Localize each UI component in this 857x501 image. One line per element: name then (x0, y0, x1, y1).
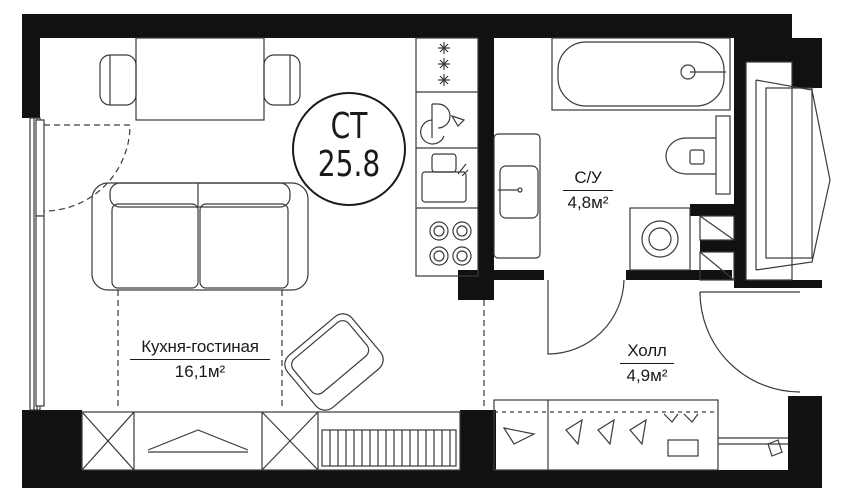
room-label-hall: Холл 4,9м² (612, 341, 682, 386)
wardrobe-icon (493, 399, 719, 471)
room-area: 4,8м² (567, 193, 609, 212)
label-divider (130, 359, 270, 360)
dining-table-icon (135, 37, 265, 121)
toilet-icon (665, 115, 731, 195)
door-swing-icon (547, 279, 625, 355)
label-divider (620, 363, 674, 364)
room-area: 16,1м² (174, 362, 226, 381)
sofa-icon (91, 182, 309, 291)
chair-icon (99, 54, 301, 106)
total-area: 25.8 (317, 144, 381, 185)
window-icon (29, 117, 45, 411)
door-swing-icon (699, 291, 801, 393)
oven-icon (420, 103, 466, 145)
apartment-type-badge: СТ 25.8 (292, 92, 406, 206)
shelf (699, 215, 735, 281)
door-swing-icon (43, 124, 131, 212)
cabinet (81, 411, 461, 471)
sink-icon (493, 133, 541, 259)
bathtub-icon (551, 37, 731, 111)
window-icon (745, 61, 831, 281)
room-name: Кухня-гостиная (141, 337, 259, 356)
room-label-bathroom: С/У 4,8м² (553, 168, 623, 213)
shoes-icon (663, 413, 783, 457)
hanger-icon (502, 418, 647, 446)
stove-icon (429, 42, 472, 266)
room-label-kitchen: Кухня-гостиная 16,1м² (120, 337, 280, 382)
room-name: С/У (574, 168, 602, 187)
radiator-icon (321, 429, 457, 467)
sink-icon (421, 153, 469, 203)
room-name: Холл (627, 341, 667, 360)
walls (22, 14, 822, 488)
kitchen-counter (415, 37, 479, 277)
apartment-type: СТ (330, 106, 368, 147)
washing-machine-icon (629, 207, 691, 271)
room-area: 4,9м² (626, 366, 668, 385)
armchair-icon (284, 313, 384, 411)
label-divider (563, 190, 613, 191)
